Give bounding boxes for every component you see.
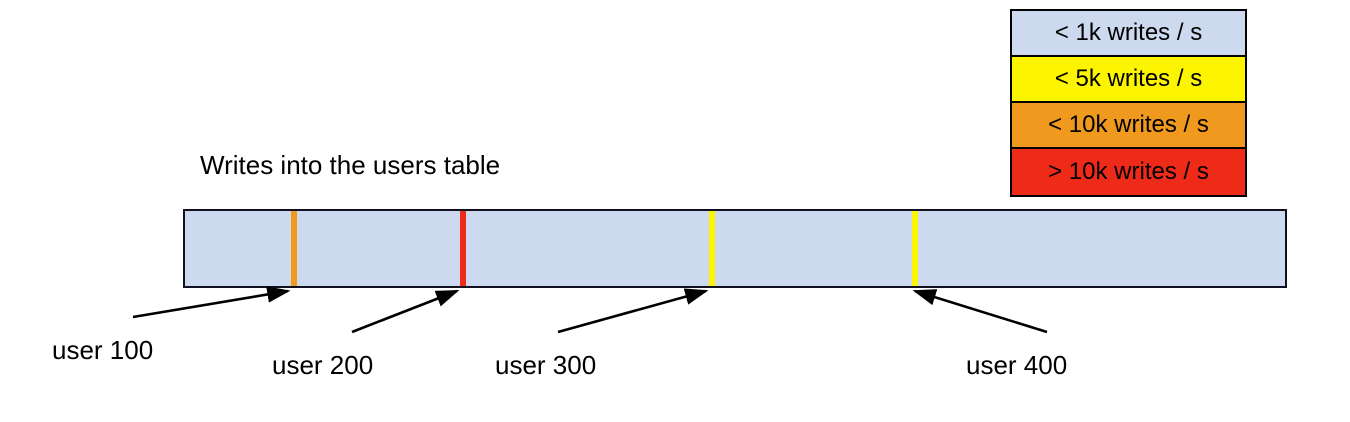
user-300-stripe	[709, 211, 715, 286]
users-table-bar	[183, 209, 1287, 288]
callout-label-text: user 100	[52, 335, 154, 365]
callout-user-400: user 400	[966, 352, 1067, 378]
legend-item-under-1k: < 1k writes / s	[1012, 11, 1245, 57]
callout-label-text: user 300	[495, 350, 597, 380]
arrow-user-400	[912, 289, 1048, 334]
user-200-stripe	[460, 211, 466, 286]
arrow-user-300	[557, 288, 709, 334]
user-100-stripe	[291, 211, 297, 286]
legend-item-label: < 10k writes / s	[1048, 111, 1209, 138]
legend: < 1k writes / s < 5k writes / s < 10k wr…	[1010, 9, 1247, 197]
legend-item-label: < 5k writes / s	[1054, 65, 1203, 92]
callout-user-300: user 300	[495, 352, 596, 378]
legend-item-label: < 1k writes / s	[1054, 19, 1203, 46]
legend-item-label: > 10k writes / s	[1048, 158, 1209, 185]
chart-title: Writes into the users table	[200, 150, 501, 180]
legend-item-under-10k: < 10k writes / s	[1012, 103, 1245, 149]
legend-item-under-5k: < 5k writes / s	[1012, 57, 1245, 103]
user-400-stripe	[912, 211, 918, 286]
callout-user-100: user 100	[52, 337, 153, 363]
table-bar-fill	[185, 211, 1285, 286]
arrow-user-100	[132, 286, 291, 319]
callout-label-text: user 400	[966, 350, 1068, 380]
arrow-user-200	[351, 289, 460, 334]
callout-label-text: user 200	[272, 350, 374, 380]
legend-item-over-10k: > 10k writes / s	[1012, 149, 1245, 195]
callout-user-200: user 200	[272, 352, 373, 378]
